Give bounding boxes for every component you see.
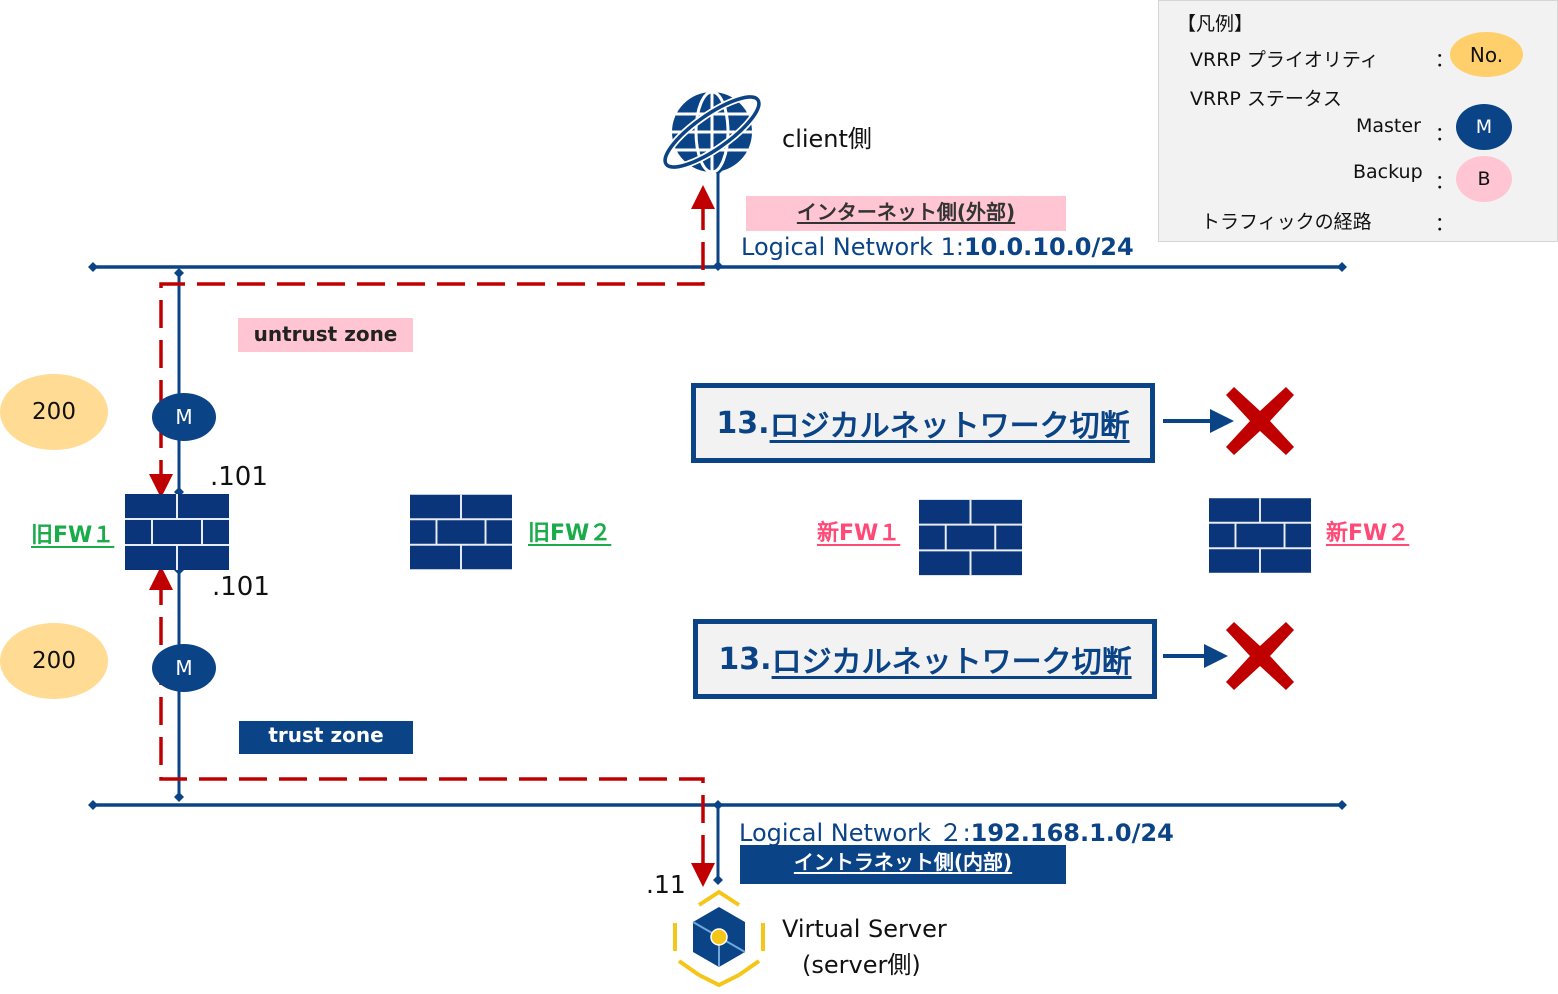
server-label-line1: Virtual Server [782,915,947,943]
legend-backup-label: Backup [1353,161,1423,183]
legend-priority-label: VRRP プライオリティ [1190,49,1379,71]
new-fw1-label: 新FW１ [817,521,901,546]
vrrp-priority-badge: 200 [0,623,108,699]
vrrp-status-value: M [175,405,193,429]
network-1-cidr: 10.0.10.0/24 [963,233,1134,261]
legend-master-badge: M [1456,104,1512,150]
vrrp-priority-value: 200 [32,648,76,674]
old-fw1-lower-address: .101 [212,572,270,602]
firewall-icon [125,494,229,570]
firewall-icon [1209,498,1311,573]
old-fw1-label: 旧FW１ [31,523,115,548]
network-1-prefix: Logical Network 1: [741,233,964,261]
old-fw2-label: 旧FW２ [528,521,612,546]
logical-network-2-label: Logical Network ２:192.168.1.0/24 [739,813,1174,848]
step-disconnect-box: 13.ロジカルネットワーク切断 [693,619,1157,699]
disconnect-cross-icon [1226,387,1294,455]
virtual-server-icon [673,889,765,988]
legend-title: 【凡例】 [1177,13,1254,35]
step-disconnect-box: 13.ロジカルネットワーク切断 [691,383,1155,463]
legend-master-badge-text: M [1475,116,1493,138]
traffic-path-upper [149,185,715,498]
step-text: ロジカルネットワーク切断 [769,409,1130,444]
legend-colon: ： [1435,49,1455,71]
legend-colon: ： [1435,171,1455,193]
server-link [713,800,723,885]
internet-side-tag: インターネット側(外部) [746,196,1066,231]
vrrp-master-badge: M [152,644,216,692]
legend-panel: 【凡例】 VRRP プライオリティ ： No. VRRP ステータス Maste… [1158,0,1558,242]
client-label: client側 [782,125,872,153]
legend-priority-badge: No. [1450,32,1523,77]
vrrp-status-value: M [175,656,193,680]
client-link [713,165,723,271]
old-fw1-upper-address: .101 [210,462,268,492]
firewall-icon [919,499,1022,576]
step-number: 13. [716,405,770,441]
network-2-prefix: Logical Network ２: [739,819,971,847]
legend-status-label: VRRP ステータス [1190,88,1342,110]
old-fw1-upper-link [174,268,184,497]
legend-colon: ： [1435,123,1455,145]
new-fw2-label: 新FW２ [1326,521,1410,546]
firewall-icon [410,494,512,570]
legend-priority-badge-text: No. [1469,42,1504,67]
vrrp-priority-value: 200 [32,399,76,425]
legend-backup-badge: B [1456,156,1512,202]
server-label-line2: (server側) [802,951,921,979]
server-address: .11 [646,870,686,899]
network-2-cidr: 192.168.1.0/24 [970,819,1174,847]
step-text: ロジカルネットワーク切断 [771,645,1132,680]
legend-colon: ： [1435,213,1455,235]
step-number: 13. [718,641,772,677]
legend-backup-badge-text: B [1477,168,1491,190]
trust-zone-tag: trust zone [239,721,413,754]
legend-traffic-label: トラフィックの経路 [1201,211,1372,233]
legend-master-label: Master [1356,115,1421,137]
logical-network-1-label: Logical Network 1:10.0.10.0/24 [741,233,1134,261]
vrrp-master-badge: M [152,393,216,441]
vrrp-priority-badge: 200 [0,374,108,450]
disconnect-cross-icon [1226,622,1294,690]
globe-icon [661,90,763,174]
intranet-side-tag: イントラネット側(内部) [740,845,1066,884]
untrust-zone-tag: untrust zone [238,318,413,352]
